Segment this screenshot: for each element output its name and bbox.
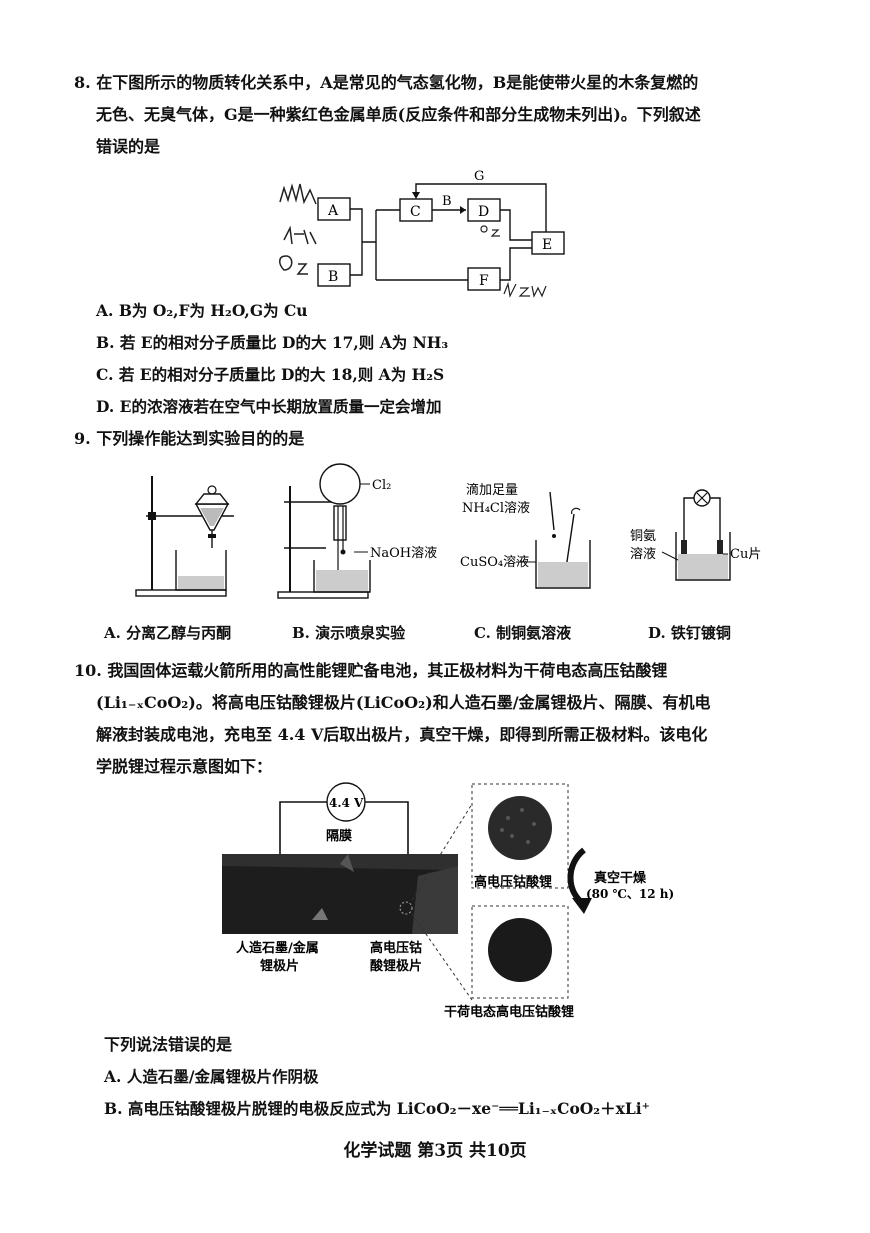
apparatus-d-plating: 铜氨 溶液 Cu片 — [630, 489, 761, 581]
box-f — [467, 267, 501, 291]
handwriting-h2o — [503, 281, 547, 298]
label-c: C — [410, 204, 421, 220]
q10-line-3: 解液封装成电池，充电至 4.4 V后取出极片，真空干燥，即得到所需正极材料。该电… — [96, 725, 708, 744]
q10-ask: 下列说法错误的是 — [104, 1035, 233, 1054]
q8-option-d: D. E的浓溶液若在空气中长期放置质量一定会增加 — [96, 397, 442, 416]
label-cl2: Cl₂ — [372, 478, 391, 493]
q8-option-a: A. B为 O₂,F为 H₂O,G为 Cu — [96, 301, 308, 320]
dry-label-1: 真空干燥 — [594, 870, 647, 886]
label-add: 滴加足量 — [466, 482, 518, 498]
label-nh4cl: NH₄Cl溶液 — [462, 501, 530, 516]
q8-line-2: 无色、无臭气体，G是一种紫红色金属单质(反应条件和部分生成物未列出)。下列叙述 — [96, 105, 701, 124]
q9-stem: 9. 下列操作能达到实验目的的是 — [74, 429, 305, 448]
label-arrow-b: B — [442, 194, 452, 209]
q8-line-3: 错误的是 — [96, 137, 161, 156]
q8-option-c: C. 若 E的相对分子质量比 D的大 18,则 A为 H₂S — [96, 365, 445, 384]
q10-option-b: B. 高电压钴酸锂极片脱锂的电极反应式为 LiCoO₂－xe⁻══Li₁₋ₓCo… — [104, 1099, 650, 1118]
mid-electrode-label-1: 高电压钴 — [370, 940, 422, 956]
q8-line-1: 8. 在下图所示的物质转化关系中，A是常见的气态氢化物，B是能使带火星的木条复燃… — [74, 73, 699, 92]
mid-electrode-label-2: 酸锂极片 — [370, 958, 422, 974]
q9-caption-a: A. 分离乙醇与丙酮 — [104, 624, 232, 642]
dry-label-2: (80 ℃、12 h) — [586, 887, 674, 901]
membrane-label: 隔膜 — [326, 828, 352, 844]
label-b: B — [328, 269, 338, 285]
q8-transformation-diagram: A B C B D G E F — [279, 169, 565, 298]
top-sphere-label: 高电压钴酸锂 — [474, 874, 552, 890]
bottom-sphere-label: 干荷电态高电压钴酸锂 — [444, 1004, 574, 1020]
handwriting-o2 — [279, 255, 308, 275]
apparatus-c-copper-ammonia: 滴加足量 NH₄Cl溶液 CuSO₄溶液 — [460, 482, 591, 589]
label-f: F — [479, 273, 489, 289]
q10-delithiation-figure: 4.4 V 隔膜 高电压钴酸锂 真空干燥 (80 ℃、12 h) 人造石墨/金属… — [222, 782, 674, 1020]
label-a: A — [327, 203, 339, 219]
bottom-sphere — [488, 918, 552, 982]
handwriting-scribble — [283, 225, 317, 245]
q10-option-a: A. 人造石墨/金属锂极片作阴极 — [104, 1067, 319, 1086]
handwriting-scribble — [279, 183, 317, 205]
label-cu: Cu片 — [730, 547, 761, 562]
page-footer: 化学试题 第3页 共10页 — [343, 1141, 527, 1161]
top-sphere — [488, 796, 552, 860]
q8-option-b: B. 若 E的相对分子质量比 D的大 17,则 A为 NH₃ — [96, 333, 449, 352]
apparatus-a-separatory-funnel — [135, 476, 234, 597]
q10-line-4: 学脱锂过程示意图如下： — [96, 757, 273, 776]
q9-caption-b: B. 演示喷泉实验 — [292, 624, 406, 642]
left-electrode-label-1: 人造石墨/金属 — [236, 940, 319, 956]
q9-caption-c: C. 制铜氨溶液 — [474, 624, 572, 642]
label-rongye: 溶液 — [630, 547, 656, 562]
label-cuso4: CuSO₄溶液 — [460, 555, 529, 570]
voltage-label: 4.4 V — [329, 796, 364, 810]
label-naoh: NaOH溶液 — [370, 546, 437, 561]
left-electrode-label-2: 锂极片 — [260, 958, 299, 974]
label-g: G — [474, 169, 484, 184]
q10-line-1: 10. 我国固体运载火箭所用的高性能锂贮备电池，其正极材料为干荷电态高压钴酸锂 — [74, 661, 668, 680]
box-e — [531, 231, 565, 255]
q10-line-2: (Li₁₋ₓCoO₂)。将高电压钴酸锂极片(LiCoO₂)和人造石墨/金属锂极片… — [96, 693, 711, 712]
label-e: E — [542, 237, 552, 253]
q9-caption-d: D. 铁钉镀铜 — [648, 624, 731, 642]
apparatus-b-fountain: Cl₂ NaOH溶液 — [277, 463, 437, 599]
label-d: D — [478, 204, 489, 220]
label-tongan: 铜氨 — [630, 529, 656, 544]
handwriting-o2-small — [480, 225, 500, 237]
